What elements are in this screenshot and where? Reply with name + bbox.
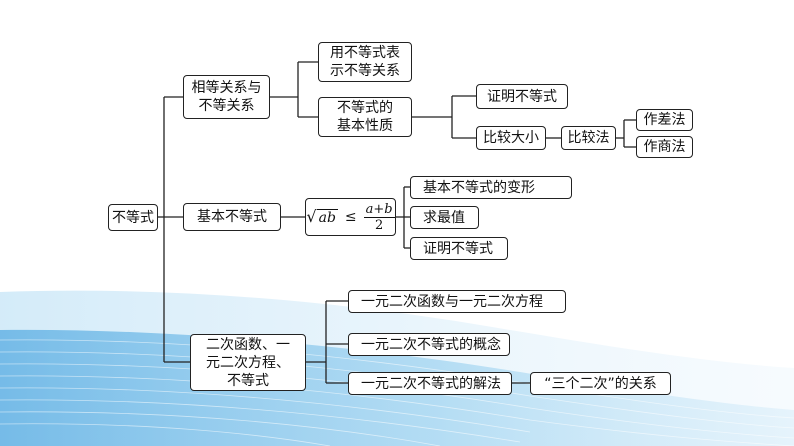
formula-radicand: ab: [316, 208, 338, 226]
node-express-inequality: 用不等式表 示不等关系: [318, 42, 412, 82]
node-prove-inequality-1: 证明不等式: [476, 84, 568, 109]
node-quadratic-function-equation: 一元二次函数与一元二次方程: [348, 290, 566, 313]
node-compare-size: 比较大小: [476, 126, 546, 150]
node-three-quadratics-relation: “三个二次”的关系: [530, 372, 671, 395]
root-node: 不等式: [108, 204, 158, 231]
node-basic-properties: 不等式的 基本性质: [318, 97, 412, 137]
node-quotient-method: 作商法: [636, 136, 693, 158]
node-find-extremum: 求最值: [410, 206, 479, 229]
node-quadratic-inequality-concept: 一元二次不等式的概念: [348, 333, 510, 356]
formula-am-gm: √ab ≤ a+b 2: [305, 198, 396, 236]
formula-relation: ≤: [344, 209, 357, 225]
formula-numerator: a+b: [363, 201, 395, 218]
node-compare-method: 比较法: [561, 126, 616, 150]
fraction: a+b 2: [363, 201, 395, 233]
formula-denominator: 2: [374, 217, 384, 233]
branch-relations: 相等关系与 不等关系: [183, 75, 270, 119]
node-quadratic-inequality-solution: 一元二次不等式的解法: [348, 372, 512, 395]
branch-quadratic: 二次函数、一 元二次方程、 不等式: [190, 334, 306, 391]
sqrt-ab: √ab: [306, 206, 338, 226]
node-prove-inequality-2: 证明不等式: [410, 237, 508, 260]
node-inequality-variants: 基本不等式的变形: [410, 176, 572, 199]
branch-basic-inequality: 基本不等式: [183, 203, 281, 231]
node-difference-method: 作差法: [636, 109, 693, 131]
